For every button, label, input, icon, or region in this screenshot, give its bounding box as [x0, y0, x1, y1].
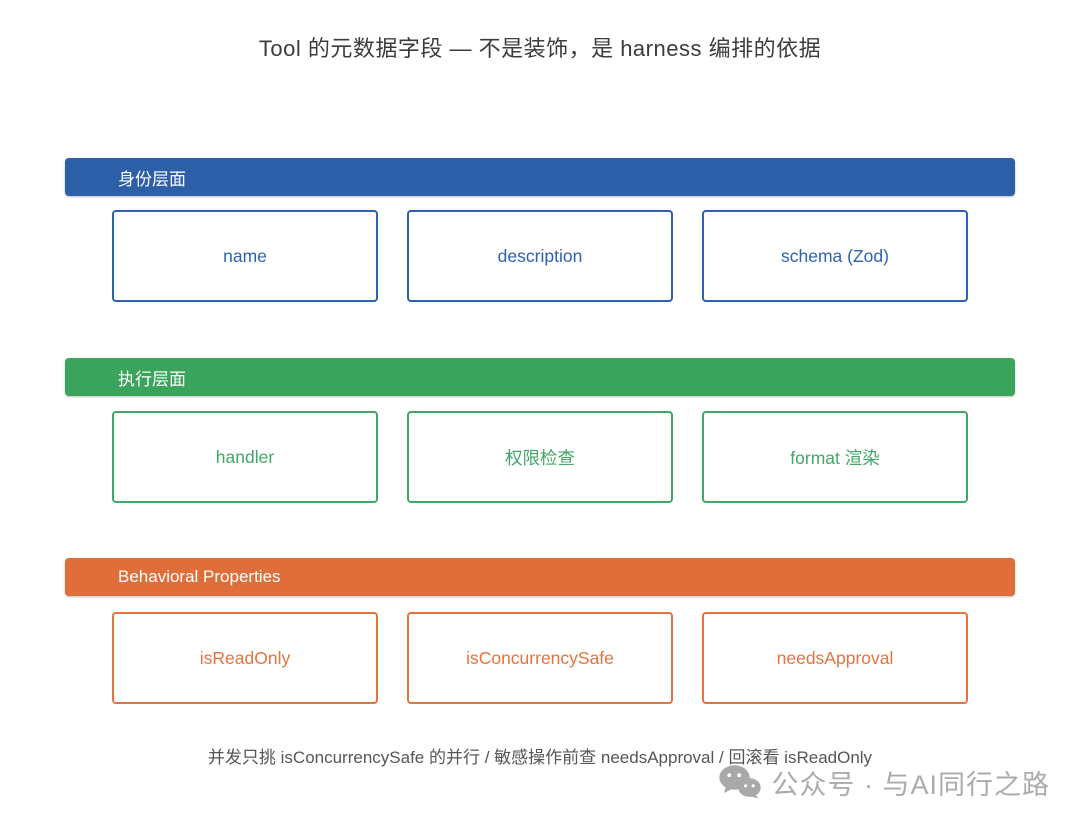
field-box-name: name [112, 210, 378, 302]
section-header-identity: 身份层面 [65, 158, 1015, 196]
section-header-execution-label: 执行层面 [118, 369, 186, 389]
watermark-text: 公众号 · 与AI同行之路 [771, 769, 1050, 800]
field-box-permission-check: 权限检查 [407, 411, 673, 503]
section-header-behavioral-label: Behavioral Properties [118, 567, 281, 586]
field-box-isconcurrencysafe: isConcurrencySafe [407, 612, 673, 704]
field-box-description: description [407, 210, 673, 302]
field-box-schema: schema (Zod) [702, 210, 968, 302]
field-box-format-render: format 渲染 [702, 411, 968, 503]
footer-note: 并发只挑 isConcurrencySafe 的并行 / 敏感操作前查 need… [207, 748, 873, 767]
field-box-handler: handler [112, 411, 378, 503]
watermark: 公众号 · 与AI同行之路 [719, 764, 1050, 800]
field-box-needsapproval: needsApproval [702, 612, 968, 704]
field-box-isreadonly: isReadOnly [112, 612, 378, 704]
section-behavioral-boxes: isReadOnly isConcurrencySafe needsApprov… [112, 612, 968, 704]
section-header-identity-label: 身份层面 [118, 169, 186, 189]
section-execution-boxes: handler 权限检查 format 渲染 [112, 411, 968, 503]
section-header-execution: 执行层面 [65, 358, 1015, 396]
section-identity-boxes: name description schema (Zod) [112, 210, 968, 302]
wechat-icon [719, 765, 762, 799]
section-header-behavioral: Behavioral Properties [65, 558, 1015, 596]
page-title: Tool 的元数据字段 — 不是装饰，是 harness 编排的依据 [258, 36, 822, 61]
